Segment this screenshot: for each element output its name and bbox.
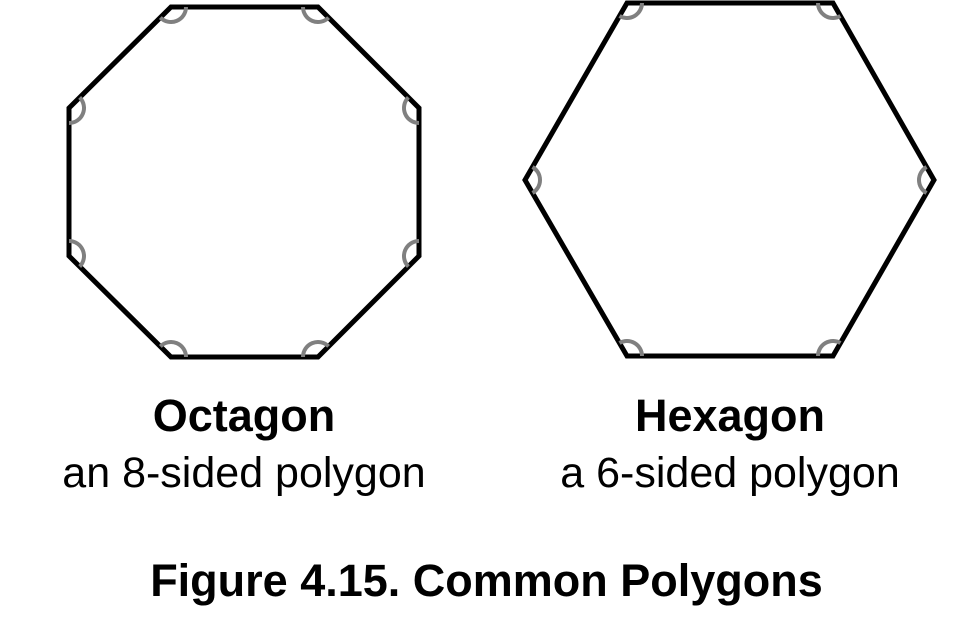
hexagon-label: Hexagon	[634, 390, 826, 441]
octagon-angle-mark	[158, 340, 188, 358]
figure-caption: Figure 4.15. Common Polygons	[150, 555, 823, 606]
octagon-angle-mark	[301, 6, 331, 24]
hexagon-shape	[522, 0, 937, 359]
hexagon-description: a 6-sided polygon	[560, 449, 900, 497]
hexagon-angle-mark	[618, 2, 644, 20]
hexagon-angle-mark	[816, 339, 842, 357]
octagon-angle-mark	[68, 239, 86, 268]
octagon-label: Octagon	[152, 390, 336, 441]
octagon-angle-mark	[158, 6, 188, 24]
octagon-shape	[66, 4, 422, 360]
hexagon-angle-mark	[531, 165, 542, 195]
hexagon-angle-mark	[816, 2, 842, 20]
octagon-caption: Octagon an 8-sided polygon	[24, 393, 464, 495]
octagon-angle-mark	[68, 96, 86, 125]
hexagon-caption: Hexagon a 6-sided polygon	[510, 393, 950, 495]
hexagon-angle-mark	[618, 339, 644, 357]
octagon-angle-mark	[402, 239, 420, 269]
octagon-angle-mark	[301, 340, 331, 358]
hexagon-angle-mark	[917, 165, 928, 195]
hexagon-outline	[522, 0, 937, 359]
octagon-outline	[66, 4, 422, 360]
octagon-description: an 8-sided polygon	[62, 449, 426, 497]
octagon-angle-mark	[402, 95, 420, 125]
